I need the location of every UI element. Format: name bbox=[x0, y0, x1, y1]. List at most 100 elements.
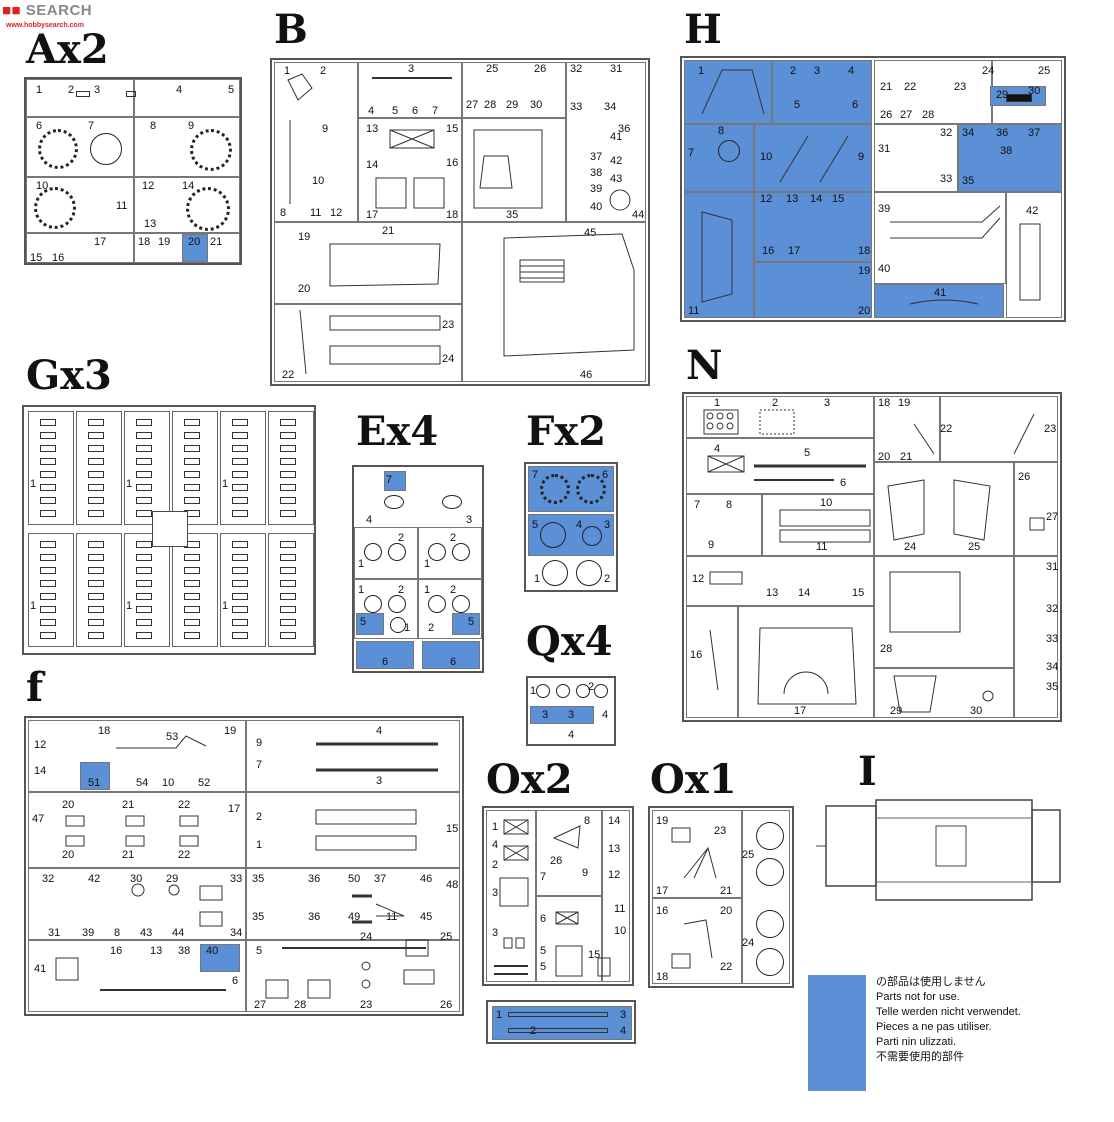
sprue-h-unused-part bbox=[684, 60, 772, 124]
track-link-part bbox=[184, 632, 200, 639]
part-number: 13 bbox=[766, 587, 779, 599]
part-number: 24 bbox=[742, 937, 755, 949]
sprue-e-unused-part bbox=[452, 613, 480, 635]
part-number: 20 bbox=[62, 799, 75, 811]
track-link-part bbox=[40, 554, 56, 561]
part-number: 2 bbox=[398, 532, 405, 544]
track-link-part bbox=[232, 606, 248, 613]
part-number: 15 bbox=[832, 193, 845, 205]
part-number: 3 bbox=[376, 775, 383, 787]
rifle-part bbox=[508, 1012, 608, 1017]
part-number: 10 bbox=[820, 497, 833, 509]
part-number: 21 bbox=[382, 225, 395, 237]
part-number: 11 bbox=[116, 200, 128, 212]
legend-fr: Pieces a ne pas utiliser. bbox=[876, 1021, 992, 1033]
track-link-part bbox=[136, 593, 152, 600]
part-number: 3 bbox=[94, 84, 101, 96]
part-number: 17 bbox=[656, 885, 669, 897]
sprocket-wheel-icon bbox=[540, 474, 570, 504]
track-link-part bbox=[280, 632, 296, 639]
part-number: 2 bbox=[450, 584, 457, 596]
part-number: 31 bbox=[610, 63, 623, 75]
wheel-hub-icon bbox=[576, 684, 590, 698]
part-number: 9 bbox=[256, 737, 263, 749]
wheel-hub-icon bbox=[582, 526, 602, 546]
sprue-h-unused-part bbox=[874, 284, 1004, 318]
part-number: 9 bbox=[188, 120, 195, 132]
sprue-n-cell bbox=[1014, 462, 1058, 556]
track-link-part bbox=[136, 510, 152, 517]
part-number: 5 bbox=[540, 961, 547, 973]
track-link-part bbox=[280, 554, 296, 561]
part-number: 17 bbox=[794, 705, 807, 717]
track-link-part bbox=[232, 554, 248, 561]
sprue-f-lower-frame: 12 14 18 53 19 51 54 10 52 9 4 7 3 47 20… bbox=[24, 716, 464, 1016]
sprue-n-cell bbox=[874, 556, 1014, 668]
track-link-part bbox=[280, 484, 296, 491]
sprue-h-unused-part bbox=[754, 124, 872, 192]
sprue-e-cell bbox=[418, 527, 482, 579]
part-number: 18 bbox=[878, 397, 891, 409]
part-number: 21 bbox=[880, 81, 893, 93]
track-link-part bbox=[280, 580, 296, 587]
part-number: 40 bbox=[206, 945, 219, 957]
part-number: 21 bbox=[720, 885, 733, 897]
track-link-part bbox=[88, 471, 104, 478]
part-number: 29 bbox=[996, 89, 1009, 101]
part-number: 22 bbox=[720, 961, 733, 973]
track-link-part bbox=[184, 484, 200, 491]
part-number: 1 bbox=[530, 685, 537, 697]
wheel-hub-icon bbox=[90, 133, 122, 165]
part-number: 9 bbox=[858, 151, 865, 163]
part-number: 14 bbox=[608, 815, 621, 827]
track-link-part bbox=[136, 606, 152, 613]
sprue-h-cell bbox=[874, 124, 958, 192]
track-link-part bbox=[232, 567, 248, 574]
part-number: 1 bbox=[358, 584, 365, 596]
sprue-a-cell bbox=[134, 79, 240, 117]
sprue-f-lower-cell bbox=[28, 940, 246, 1012]
track-link-part bbox=[184, 619, 200, 626]
legend-it: Parti nin ulizzati. bbox=[876, 1036, 957, 1048]
part-number: 25 bbox=[968, 541, 981, 553]
track-link-part bbox=[88, 554, 104, 561]
part-number: 1 bbox=[126, 478, 133, 490]
part-number: 1 bbox=[534, 573, 541, 585]
part-number: 5 bbox=[794, 99, 801, 111]
track-link-part bbox=[40, 484, 56, 491]
sprue-b-title: B bbox=[274, 6, 308, 53]
part-number: 37 bbox=[374, 873, 387, 885]
part-number: 16 bbox=[446, 157, 459, 169]
sprue-f-lower-cell bbox=[246, 868, 460, 940]
track-link-part bbox=[88, 458, 104, 465]
part-number: 15 bbox=[446, 823, 459, 835]
sprue-q-frame: 2 1 3 3 4 4 bbox=[526, 676, 616, 746]
track-link-part bbox=[88, 593, 104, 600]
part-number: 2 bbox=[604, 573, 611, 585]
track-link-part bbox=[88, 510, 104, 517]
sprue-a-cell bbox=[26, 79, 134, 117]
part-number: 13 bbox=[150, 945, 163, 957]
part-number: 16 bbox=[110, 945, 123, 957]
part-number: 7 bbox=[694, 499, 701, 511]
part-number: 17 bbox=[366, 209, 379, 221]
sprue-e-cell bbox=[354, 527, 418, 579]
sprue-b-cell bbox=[462, 222, 646, 382]
sprue-e-unused-part bbox=[356, 613, 384, 635]
part-number: 13 bbox=[786, 193, 799, 205]
track-link-part bbox=[184, 580, 200, 587]
sprue-o2-unused-part bbox=[492, 1006, 632, 1040]
track-link-part bbox=[136, 541, 152, 548]
part-number: 12 bbox=[692, 573, 705, 585]
part-number: 20 bbox=[62, 849, 75, 861]
part-number: 31 bbox=[878, 143, 891, 155]
sprue-b-cell bbox=[358, 118, 462, 222]
sprue-g-cell bbox=[220, 533, 266, 647]
sprue-o2-cell bbox=[486, 810, 536, 982]
part-number: 1 bbox=[222, 600, 229, 612]
sprue-h-unused-part bbox=[684, 124, 754, 192]
part-number: 37 bbox=[1028, 127, 1041, 139]
sprue-a-cell bbox=[26, 117, 134, 177]
part-number: 38 bbox=[590, 167, 603, 179]
part-number: 6 bbox=[232, 975, 239, 987]
